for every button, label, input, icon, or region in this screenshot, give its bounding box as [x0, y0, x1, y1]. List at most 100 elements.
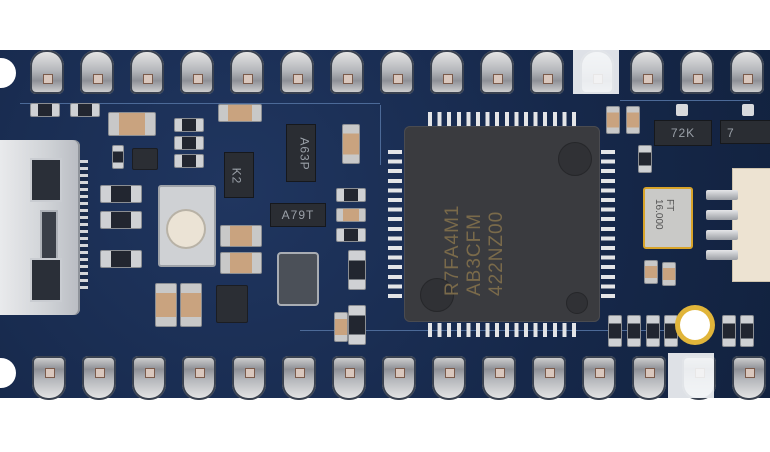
chip-marking: R7FA4M1 AB3CFM 422NZ00: [442, 205, 508, 296]
header-pin-bottom: [332, 356, 366, 400]
pin-via: [295, 368, 305, 378]
pin-via: [595, 368, 605, 378]
chip-pin1-mark: [566, 292, 588, 314]
header-pin-bottom: [382, 356, 416, 400]
header-pin-top: [730, 50, 764, 94]
mcu-pins-left: [388, 150, 402, 302]
capacitor: [334, 312, 348, 342]
pcb-board: [0, 50, 770, 398]
header-pin-top: [180, 50, 214, 94]
resistor: [348, 305, 366, 345]
header-pin-top: [130, 50, 164, 94]
capacitor: [155, 283, 177, 327]
pin-via: [293, 74, 303, 84]
pin-via: [445, 368, 455, 378]
pin-via: [543, 74, 553, 84]
pin1-marker-bottom: [668, 353, 714, 398]
pin-via: [495, 368, 505, 378]
pin-via: [693, 74, 703, 84]
pin-via: [43, 74, 53, 84]
reset-button: [158, 185, 216, 267]
chip-marking-line3: 422NZ00: [486, 210, 507, 296]
crystal-frequency: 16.000: [653, 199, 664, 230]
header-pin-bottom: [232, 356, 266, 400]
ic-marking: A63P: [297, 137, 312, 171]
capacitor: [342, 124, 360, 164]
pin-via: [745, 368, 755, 378]
pin-via: [193, 74, 203, 84]
header-pin-top: [480, 50, 514, 94]
ic-marking: 72K: [670, 126, 696, 140]
pin1-marker-top: [573, 50, 619, 94]
capacitor: [220, 225, 262, 247]
header-pin-top: [530, 50, 564, 94]
sot-ic: A79T: [270, 203, 326, 227]
trace: [380, 105, 381, 165]
jst-connector: [732, 168, 770, 282]
pin-via: [643, 74, 653, 84]
pin-via: [443, 74, 453, 84]
resistor: [336, 228, 366, 242]
sot-pad: [742, 104, 754, 116]
pin-via: [143, 74, 153, 84]
header-pin-top: [30, 50, 64, 94]
usb-c-connector: [0, 140, 80, 315]
mounting-hole-bottom-left: [0, 358, 16, 388]
pin-via: [145, 368, 155, 378]
pin-via: [245, 368, 255, 378]
header-pin-bottom: [532, 356, 566, 400]
pin-via: [45, 368, 55, 378]
pin-via: [345, 368, 355, 378]
header-pin-top: [630, 50, 664, 94]
resistor: [100, 250, 142, 268]
diode: K2: [224, 152, 254, 198]
small-ic: [216, 285, 248, 323]
crystal-oscillator: FT 16.000: [643, 187, 693, 249]
usb-pins: [80, 160, 88, 290]
capacitor: [644, 260, 658, 284]
header-pin-bottom: [132, 356, 166, 400]
capacitor: [220, 252, 262, 274]
resistor: [608, 315, 622, 347]
header-pin-bottom: [732, 356, 766, 400]
header-pin-bottom: [32, 356, 66, 400]
pin-via: [395, 368, 405, 378]
reset-button-cap: [168, 211, 204, 247]
capacitor: [336, 208, 366, 222]
resistor: [336, 188, 366, 202]
mounting-hole-top-left: [0, 58, 16, 88]
resistor: [100, 211, 142, 229]
capacitor: [180, 283, 202, 327]
connector-pin: [706, 210, 738, 220]
resistor: [70, 103, 100, 117]
pin-via: [195, 368, 205, 378]
pin-via: [393, 74, 403, 84]
resistor: [646, 315, 660, 347]
pin-via: [743, 74, 753, 84]
header-pin-top: [680, 50, 714, 94]
resistor: [722, 315, 736, 347]
connector-pin: [706, 230, 738, 240]
resistor: [638, 145, 652, 173]
ic-marking: A79T: [281, 208, 315, 222]
crystal-brand: FT: [664, 199, 675, 212]
inductor: [277, 252, 319, 306]
header-pin-top: [430, 50, 464, 94]
diode-marking: K2: [229, 167, 244, 185]
small-ic: [132, 148, 158, 170]
resistor: [174, 118, 204, 132]
header-pin-bottom: [482, 356, 516, 400]
header-pin-top: [80, 50, 114, 94]
pin-via: [645, 368, 655, 378]
sot-pad: [676, 104, 688, 116]
microcontroller-chip: R7FA4M1 AB3CFM 422NZ00: [404, 126, 600, 322]
resistor: [348, 250, 366, 290]
usb-shell-clip: [30, 258, 62, 302]
capacitor: [108, 112, 156, 136]
header-pin-bottom: [632, 356, 666, 400]
pin-via: [93, 74, 103, 84]
pin-via: [243, 74, 253, 84]
resistor: [112, 145, 124, 169]
mcu-pins-bottom: [428, 323, 580, 337]
